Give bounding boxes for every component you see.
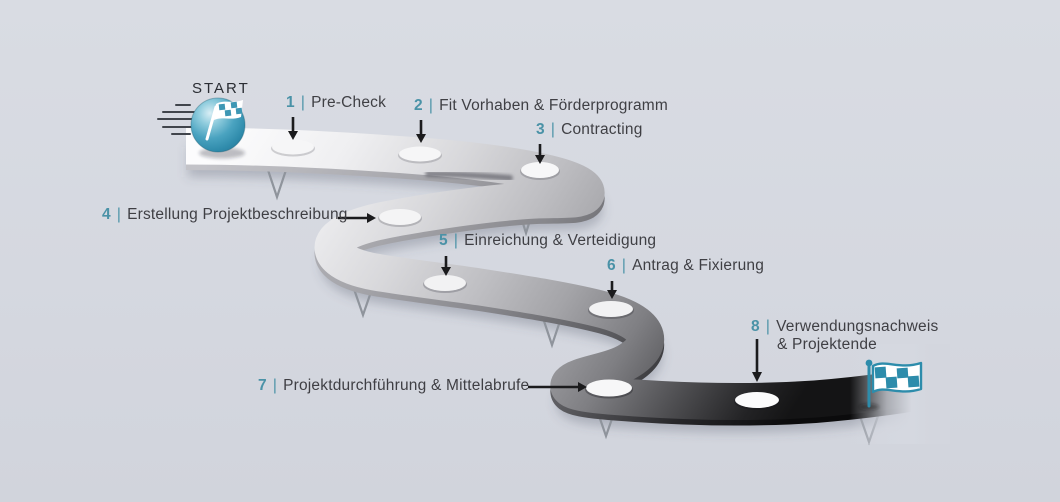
step-separator: |	[765, 318, 771, 335]
step-number: 5	[439, 232, 448, 249]
step-text: Erstellung Projektbeschreibung	[127, 206, 348, 223]
arrow-step-3	[535, 144, 545, 164]
step-number: 2	[414, 97, 423, 114]
step-text: Projektdurchführung & Mittelabrufe	[283, 377, 530, 394]
milestone-oval-3	[520, 162, 560, 180]
finish-marker	[859, 359, 923, 411]
step-text: Contracting	[561, 121, 643, 138]
start-marker	[157, 97, 246, 159]
step-text: Antrag & Fixierung	[632, 257, 765, 274]
road-turn-slit	[425, 171, 513, 181]
step-separator: |	[550, 121, 556, 138]
step-label-7: 7 | Projektdurchführung & Mittelabrufe	[258, 377, 529, 395]
step-label-2: 2 | Fit Vorhaben & Förderprogramm	[414, 97, 668, 115]
milestone-oval-6	[588, 301, 634, 319]
step-label-5: 5 | Einreichung & Verteidigung	[439, 232, 656, 250]
start-flag-ball-icon	[205, 100, 243, 141]
step-separator: |	[428, 97, 434, 114]
milestone-oval-4	[378, 209, 422, 227]
milestone-oval-8	[734, 392, 780, 410]
step-separator: |	[453, 232, 459, 249]
road-path	[185, 127, 919, 421]
step-text: Verwendungsnachweis	[776, 318, 939, 335]
step-separator: |	[621, 257, 627, 274]
milestone-ovals	[271, 139, 780, 410]
arrow-step-2	[416, 120, 426, 143]
step-number: 8	[751, 318, 760, 335]
arrow-step-1	[288, 117, 298, 140]
milestone-oval-2	[398, 146, 442, 164]
step-text: Pre-Check	[311, 94, 387, 111]
step-arrows	[288, 117, 762, 392]
step-text: Einreichung & Verteidigung	[464, 232, 657, 249]
checkered-flag-icon	[865, 359, 923, 408]
arrow-step-4	[338, 213, 376, 223]
arrow-step-5	[441, 256, 451, 276]
step-text-line2: & Projektende	[777, 336, 877, 353]
step-number: 3	[536, 121, 545, 138]
step-label-4: 4 | Erstellung Projektbeschreibung	[102, 206, 348, 224]
step-number: 1	[286, 94, 295, 111]
start-label: START	[192, 80, 250, 97]
milestone-oval-1	[271, 139, 315, 157]
step-separator: |	[300, 94, 306, 111]
step-text: Fit Vorhaben & Förderprogramm	[439, 97, 668, 114]
road-fade-overlay	[850, 344, 950, 444]
step-number: 4	[102, 206, 111, 223]
step-separator: |	[272, 377, 278, 394]
milestone-oval-7	[585, 379, 633, 399]
arrow-step-7	[528, 382, 587, 392]
arrow-step-8	[752, 339, 762, 382]
arrow-step-6	[607, 281, 617, 299]
support-leg	[352, 287, 374, 319]
speed-lines	[157, 104, 198, 135]
milestone-oval-5	[423, 275, 467, 293]
step-separator: |	[116, 206, 122, 223]
step-label-3: 3 | Contracting	[536, 121, 643, 139]
step-label-1: 1 | Pre-Check	[286, 94, 386, 112]
support-leg	[266, 168, 288, 201]
step-number: 6	[607, 257, 616, 274]
step-label-6: 6 | Antrag & Fixierung	[607, 257, 764, 275]
step-label-8: 8 | Verwendungsnachweis & Projektende	[751, 318, 938, 354]
support-leg	[541, 316, 563, 349]
step-number: 7	[258, 377, 267, 394]
